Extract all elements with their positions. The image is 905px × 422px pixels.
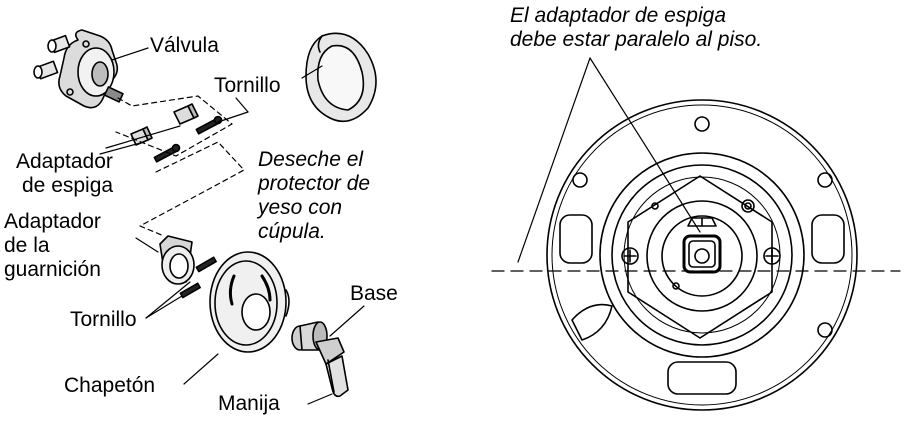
drywall-protector-dome [305,32,377,123]
spigot-adapter-label-line2: de espiga [22,174,114,197]
valve-body [33,29,124,109]
discard-note-line1: Deseche el [258,148,364,171]
escutcheon-label: Chapetón [64,374,156,397]
screw-top-right [195,115,223,135]
valve-front-view [546,99,858,411]
discard-note-line3: yeso con [258,196,343,219]
trim-adapter-label-line2: de la [4,234,50,257]
screw-top-label: Tornillo [214,74,281,97]
screw-top-left [153,143,181,163]
spigot-adapter-upper [173,103,199,125]
spigot-adapter-label-line1: Adaptador [16,150,113,173]
leader-lines-right [517,57,701,263]
escutcheon-plate [209,251,290,353]
assembly-guide-lines [115,95,245,237]
handle-label: Manija [218,392,280,415]
screw-bottom-upper [195,256,217,273]
screw-bottom-lower [179,282,201,299]
screw-bottom-label: Tornillo [70,308,137,331]
leader-lines-left [99,47,365,405]
trim-adapter-label-line1: Adaptador [4,210,101,233]
discard-note-line2: protector de [258,172,371,195]
trim-adapter [159,235,195,285]
parallel-note-line2: debe estar paralelo al piso. [510,28,763,51]
handle-lever [315,337,349,398]
discard-note-line4: cúpula. [258,220,326,243]
valve-label: Válvula [150,34,219,57]
base-label: Base [350,282,398,305]
parallel-note-line1: El adaptador de espiga [510,4,726,27]
trim-adapter-label-line3: guarnición [4,258,101,281]
